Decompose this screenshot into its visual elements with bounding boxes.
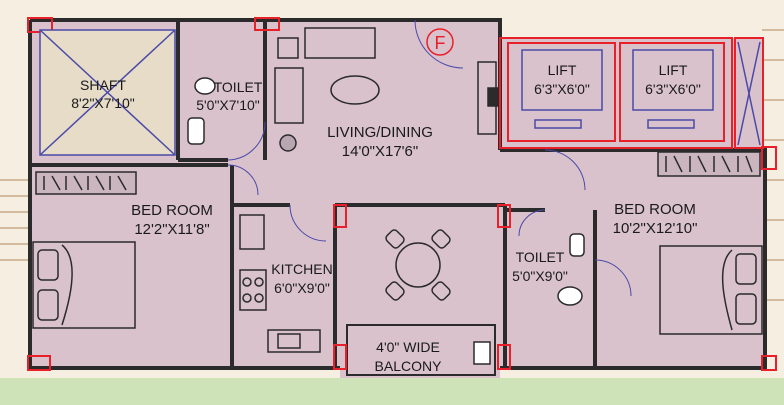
wardrobe-bed1: [35, 171, 137, 195]
shaft-cross: [39, 29, 176, 156]
bed-1-label: BED ROOM: [131, 202, 213, 219]
garden-strip: [0, 378, 784, 405]
left-stair: [0, 179, 28, 261]
feature-marker-circle: [426, 28, 454, 56]
shaft-label: SHAFT: [80, 77, 126, 93]
apartment-floor: [30, 20, 765, 378]
feature-marker: F: [435, 33, 446, 53]
toilet-fittings: [187, 77, 585, 365]
lift-2-label: LIFT: [659, 62, 688, 78]
bed-1-size: 12'2"X11'8": [134, 221, 209, 238]
living-label: LIVING/DINING: [327, 124, 433, 141]
wardrobe-bed2: [657, 151, 761, 177]
kitchen-fittings: [239, 214, 321, 353]
room-labels: SHAFT 8'2"X7'10" TOILET 5'0"X7'10" LIVIN…: [71, 62, 701, 374]
toilet-1-size: 5'0"X7'10": [196, 97, 260, 113]
living-sofa: [274, 27, 499, 135]
shaft-size: 8'2"X7'10": [71, 95, 135, 111]
kitchen-label: KITCHEN: [271, 261, 332, 277]
toilet-1-label: TOILET: [214, 79, 263, 95]
bed-1-furniture: [32, 241, 136, 329]
bed-2-furniture: [659, 245, 763, 335]
lift-1-size: 6'3"X6'0": [534, 81, 590, 97]
dining-set: [385, 229, 451, 301]
lift-1-label: LIFT: [548, 62, 577, 78]
toilet-2-size: 5'0"X9'0": [512, 268, 568, 284]
balcony-label: BALCONY: [375, 358, 443, 374]
lift-block: [499, 37, 764, 149]
bed-2-size: 10'2"X12'10": [613, 220, 698, 237]
balcony-width: 4'0" WIDE: [376, 339, 440, 355]
kitchen-size: 6'0"X9'0": [274, 280, 330, 296]
living-size: 14'0"X17'6": [342, 143, 418, 160]
bed-2-label: BED ROOM: [614, 201, 696, 218]
lift-interior: [521, 41, 761, 146]
lift-lobby: [500, 38, 762, 150]
toilet-2-label: TOILET: [516, 249, 565, 265]
walls: [28, 18, 767, 376]
plant: [279, 134, 297, 152]
door-swings: [227, 19, 632, 297]
lift-2-size: 6'3"X6'0": [645, 81, 701, 97]
